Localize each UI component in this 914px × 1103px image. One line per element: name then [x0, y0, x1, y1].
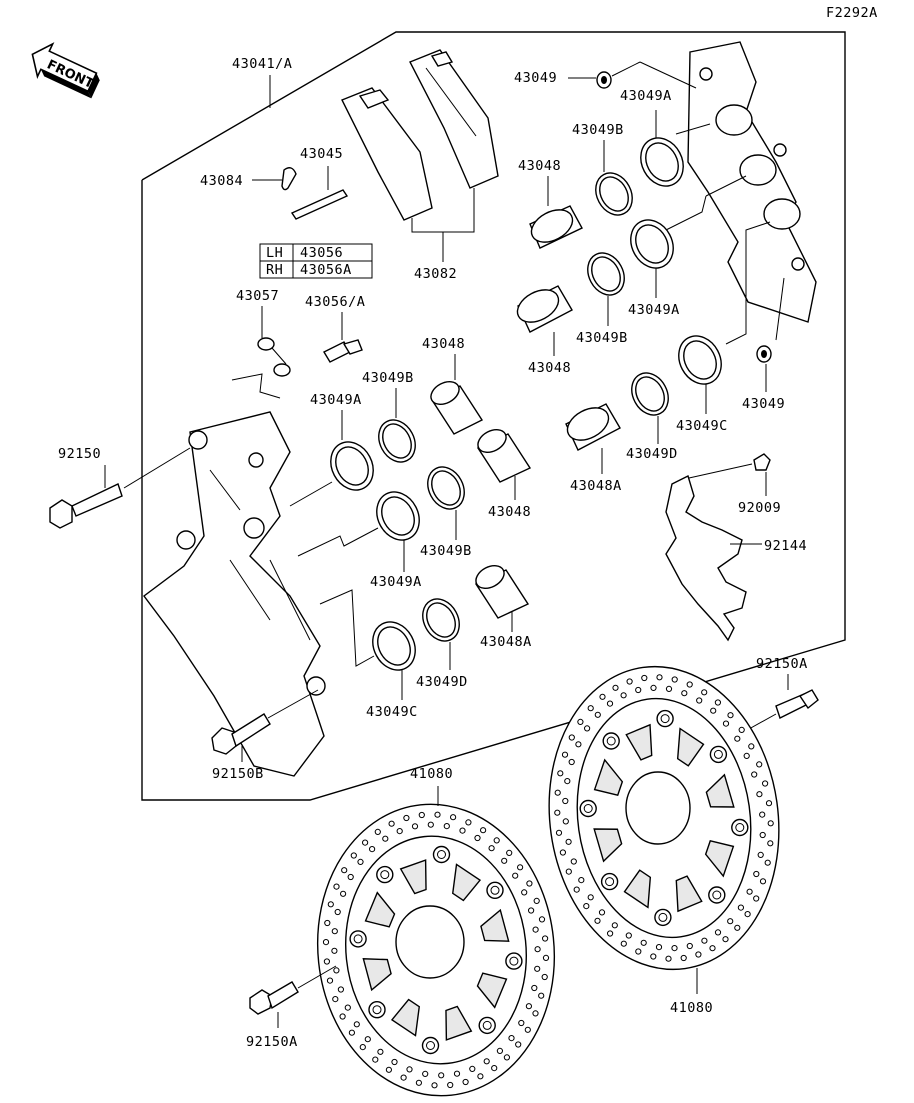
bracket-92144-part [665, 475, 747, 642]
label-left-s2: 43049A [310, 392, 362, 408]
right-seal-s1 [595, 172, 633, 216]
pin-part [290, 189, 349, 220]
left-caliper-body [143, 411, 326, 777]
table-part-lh: 43056 [300, 245, 343, 261]
label-left-p1: 43048 [422, 336, 465, 352]
label-right-w1a: 43049A [620, 88, 672, 104]
label-right-s2: 43049A [628, 302, 680, 318]
label-screw-92009: 92009 [738, 500, 781, 516]
label-bolt-92150a-left: 92150A [246, 1034, 298, 1050]
bolt-92150a-right-part [775, 689, 819, 719]
disc-right [548, 665, 780, 971]
label-cap: 43057 [236, 288, 279, 304]
right-washer-w2 [756, 345, 772, 363]
table-side-lh: LH [266, 245, 283, 261]
right-piston-p2 [516, 285, 573, 333]
right-seal-w1a [640, 137, 684, 187]
bolt-92150b-part [211, 713, 271, 755]
label-left-s3: 43049B [420, 543, 472, 559]
label-left-s4: 43049A [370, 574, 422, 590]
left-piston-p2 [476, 429, 532, 483]
label-left-p3: 43048A [480, 634, 532, 650]
label-caliper-assy: 43041/A [232, 56, 292, 72]
cap-part [257, 337, 291, 377]
left-seal-s5 [422, 598, 460, 642]
table-part-rh: 43056A [300, 262, 352, 278]
bolt-92150-part [49, 483, 123, 529]
label-pads: 43082 [414, 266, 457, 282]
bolt-92150a-left-part [249, 981, 299, 1015]
label-right-w2: 43049 [742, 396, 785, 412]
bleeder-table: LH 43056 RH 43056A [259, 243, 373, 279]
label-left-s6: 43049C [366, 704, 418, 720]
right-seal-s2 [630, 219, 674, 269]
front-arrow-icon: FRONT [31, 42, 100, 99]
label-clip: 43084 [200, 173, 243, 189]
label-bolt-92150: 92150 [58, 446, 101, 462]
label-right-s1: 43049B [572, 122, 624, 138]
brake-pad-left [341, 87, 433, 221]
label-bolt-92150a-right: 92150A [756, 656, 808, 672]
right-seal-s3 [587, 252, 625, 296]
left-seal-s3 [427, 466, 465, 510]
screw-92009-part [753, 453, 771, 471]
label-bracket-92144: 92144 [764, 538, 807, 554]
left-piston-p1 [430, 381, 484, 435]
left-seal-s4 [376, 491, 420, 541]
left-seal-s1 [378, 419, 416, 463]
right-caliper-body [687, 41, 817, 323]
label-left-p2: 43048 [488, 504, 531, 520]
right-seal-s4 [678, 335, 722, 385]
right-piston-p3 [565, 403, 621, 451]
disc-left [316, 803, 556, 1097]
label-right-s3: 43049B [576, 330, 628, 346]
label-disc-left: 41080 [410, 766, 453, 782]
label-bolt-92150b: 92150B [212, 766, 264, 782]
label-pin: 43045 [300, 146, 343, 162]
label-right-s4: 43049C [676, 418, 728, 434]
label-right-s5: 43049D [626, 446, 678, 462]
label-right-p2: 43048 [528, 360, 571, 376]
left-seal-s2 [330, 441, 374, 491]
figure-code: F2292A [826, 5, 878, 21]
assembly-boundary [141, 31, 846, 801]
label-right-p3: 43048A [570, 478, 622, 494]
label-left-s5: 43049D [416, 674, 468, 690]
label-disc-right: 41080 [670, 1000, 713, 1016]
label-right-p1: 43048 [518, 158, 561, 174]
label-right-w1: 43049 [514, 70, 557, 86]
right-piston-p1 [529, 205, 583, 249]
table-side-rh: RH [266, 262, 283, 278]
bleeder-part [323, 339, 363, 363]
clip-part [281, 167, 297, 191]
left-seal-s6 [372, 621, 416, 671]
brake-pad-right [409, 49, 499, 189]
right-washer-w1 [596, 71, 612, 89]
right-seal-s5 [631, 372, 669, 416]
label-bleeder: 43056/A [305, 294, 365, 310]
left-piston-p3 [474, 565, 530, 619]
label-left-s1: 43049B [362, 370, 414, 386]
